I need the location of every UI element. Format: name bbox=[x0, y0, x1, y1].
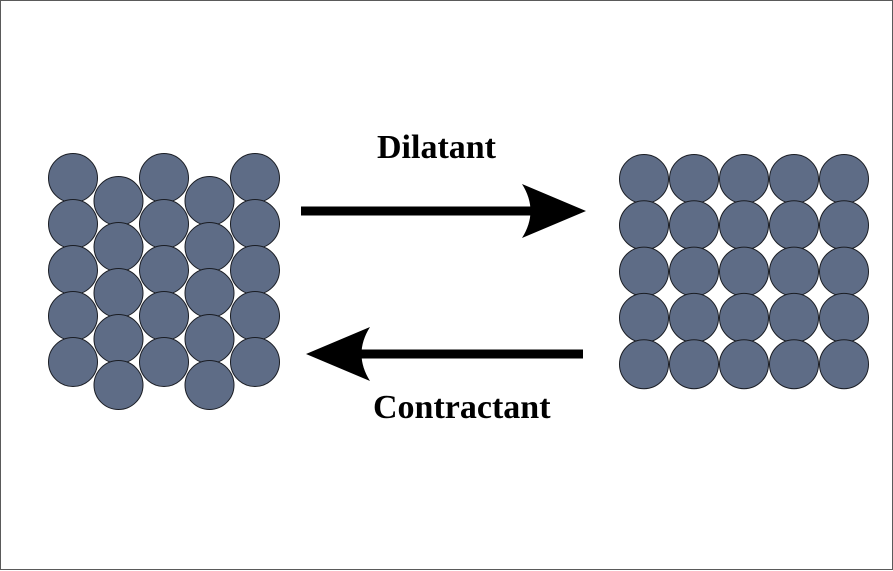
loose-particle bbox=[769, 292, 819, 343]
contractant-label: Contractant bbox=[373, 389, 551, 426]
dense-particle bbox=[48, 337, 98, 387]
dense-particle bbox=[139, 245, 189, 295]
loose-particle bbox=[719, 292, 769, 343]
loose-particle bbox=[669, 154, 719, 204]
contractant-arrow-head bbox=[306, 327, 370, 381]
loose-particle bbox=[619, 200, 669, 251]
dense-particle bbox=[93, 268, 144, 318]
dense-particle bbox=[93, 314, 144, 364]
loose-particle bbox=[669, 246, 719, 297]
dense-particle bbox=[184, 222, 235, 272]
loose-packing-group bbox=[619, 154, 869, 390]
loose-particle bbox=[819, 246, 869, 297]
loose-particle bbox=[669, 339, 719, 390]
loose-particle bbox=[769, 200, 819, 251]
dense-particle bbox=[230, 199, 280, 249]
dense-particle bbox=[184, 268, 235, 318]
dense-particle bbox=[184, 314, 235, 364]
contractant-arrow bbox=[306, 327, 583, 381]
loose-particle bbox=[719, 246, 769, 297]
dense-particle bbox=[48, 245, 98, 295]
loose-particle bbox=[819, 200, 869, 251]
dense-particle bbox=[184, 176, 235, 226]
loose-particle bbox=[819, 154, 869, 204]
loose-particle bbox=[769, 154, 819, 204]
loose-particle bbox=[669, 292, 719, 343]
loose-particle bbox=[619, 339, 669, 390]
dense-particle bbox=[139, 337, 189, 387]
dilatant-arrow bbox=[301, 184, 586, 238]
dense-particle bbox=[48, 291, 98, 341]
loose-particle bbox=[819, 292, 869, 343]
dense-particle bbox=[48, 199, 98, 249]
loose-particle bbox=[619, 154, 669, 204]
dilatant-arrow-head bbox=[522, 184, 586, 238]
loose-particle bbox=[669, 200, 719, 251]
dense-particle bbox=[139, 153, 189, 203]
loose-particle bbox=[819, 339, 869, 390]
loose-particle bbox=[619, 292, 669, 343]
dense-particle bbox=[230, 153, 280, 203]
loose-particle bbox=[619, 246, 669, 297]
loose-particle bbox=[719, 154, 769, 204]
dilatant-label: Dilatant bbox=[377, 129, 496, 166]
dense-particle bbox=[184, 360, 235, 410]
loose-particle bbox=[769, 246, 819, 297]
dense-particle bbox=[93, 176, 144, 226]
dense-particle bbox=[93, 222, 144, 272]
dense-particle bbox=[230, 291, 280, 341]
dense-packing-group bbox=[48, 153, 280, 410]
dense-particle bbox=[139, 199, 189, 249]
loose-particle bbox=[719, 339, 769, 390]
dense-particle bbox=[139, 291, 189, 341]
dense-particle bbox=[93, 360, 144, 410]
dense-particle bbox=[230, 245, 280, 295]
loose-particle bbox=[719, 200, 769, 251]
loose-particle bbox=[769, 339, 819, 390]
dense-particle bbox=[48, 153, 98, 203]
dense-particle bbox=[230, 337, 280, 387]
